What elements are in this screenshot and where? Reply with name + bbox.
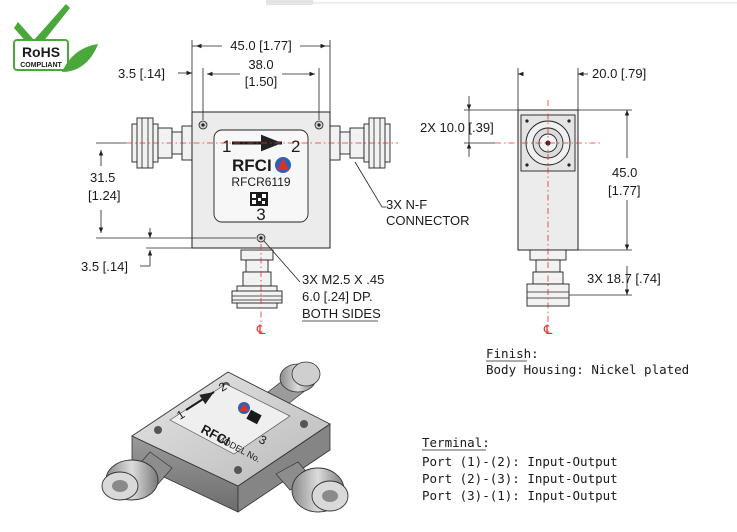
connector-bottom (231, 249, 283, 309)
side-dim-height-b: [1.77] (608, 183, 641, 198)
finish-note: Finish: Body Housing: Nickel plated (486, 346, 689, 377)
front-port-3: 3 (256, 205, 265, 224)
front-model: RFCR6119 (231, 175, 290, 189)
qr-code-icon (250, 192, 268, 206)
finish-line: Body Housing: Nickel plated (486, 362, 689, 377)
dim-height-b: [1.24] (88, 188, 121, 203)
rohs-subtitle: COMPLIANT (20, 62, 62, 69)
mounting-holes (198, 120, 324, 243)
hole-note-line3: BOTH SIDES (302, 306, 381, 321)
dim-hole-spacing-in: [1.50] (245, 74, 278, 89)
hole-note-line2: 6.0 [.24] DP. (302, 289, 373, 304)
iso-connector-right (275, 461, 349, 513)
side-centerline-symbol: ℄ (543, 323, 553, 338)
terminal-line: Port (2)-(3): Input-Output (422, 471, 618, 486)
terminal-note: Terminal: Port (1)-(2): Input-Output Por… (422, 435, 618, 503)
front-centerline-symbol: ℄ (256, 323, 266, 338)
label-plate (213, 129, 309, 223)
iso-view: 1 2 RFCI MODEL No. 3 (101, 361, 349, 513)
iso-connector-left (101, 451, 173, 501)
dim-bottom-offset: 3.5 [.14] (81, 259, 128, 274)
front-brand: RFCI (232, 156, 272, 175)
iso-logo-icon (238, 402, 250, 414)
front-port-1: 1 (222, 137, 231, 156)
rohs-badge: RoHS COMPLIANT (13, 4, 98, 72)
hole-note-line1: 3X M2.5 X .45 (302, 272, 384, 287)
connector-note-line1: 3X N-F (386, 197, 427, 212)
dim-overall-width: 45.0 [1.77] (230, 38, 291, 53)
front-port-2: 2 (291, 137, 300, 156)
finish-title: Finish: (486, 346, 539, 361)
side-dim-connector-offset: 3X 18.7 [.74] (587, 271, 661, 286)
side-dim-depth: 20.0 [.79] (592, 66, 646, 81)
dim-left-offset: 3.5 [.14] (118, 66, 165, 81)
terminal-line: Port (1)-(2): Input-Output (422, 454, 618, 469)
rfci-logo-icon (275, 157, 291, 173)
front-view: 1 2 RFCI RFCR6119 3 ℄ 45.0 [1.77] (81, 38, 470, 338)
connector-note-line2: CONNECTOR (386, 213, 470, 228)
rohs-title: RoHS (22, 44, 60, 60)
dim-hole-spacing: 38.0 (248, 57, 273, 72)
side-dim-height-a: 45.0 (612, 165, 637, 180)
side-view: ℄ 20.0 [.79] 2X 10.0 [.39] 45.0 [1.77] 3… (420, 66, 661, 338)
terminal-title: Terminal: (422, 435, 490, 450)
dim-height-a: 31.5 (90, 170, 115, 185)
iso-qr-icon (246, 409, 262, 425)
leaf-icon (62, 44, 98, 72)
side-dim-connector-spacing: 2X 10.0 [.39] (420, 120, 494, 135)
terminal-line: Port (3)-(1): Input-Output (422, 488, 618, 503)
